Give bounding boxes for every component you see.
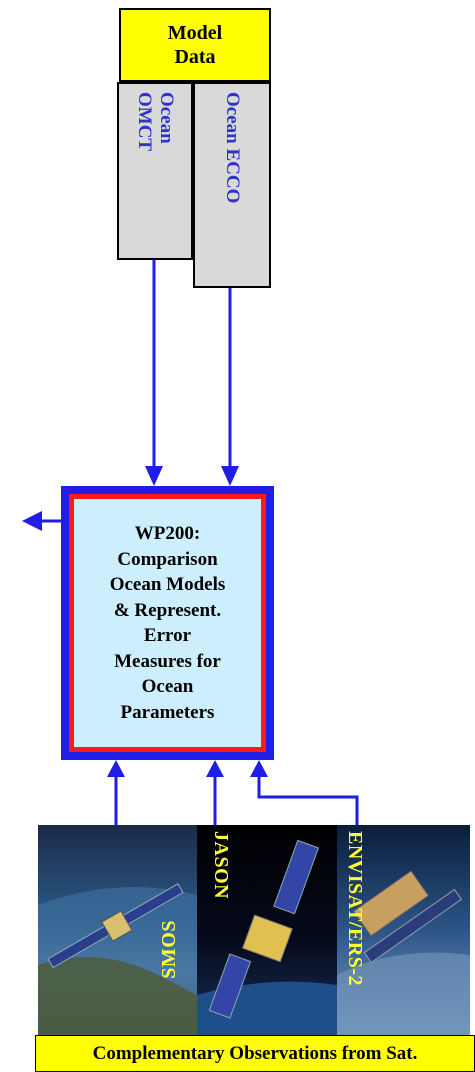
- envisat-satellite-icon: [337, 870, 470, 1035]
- ocean-ecco-label: Ocean ECCO: [222, 92, 243, 204]
- wp200-text: WP200: Comparison Ocean Models & Represe…: [109, 523, 226, 723]
- smos-satellite-icon: [38, 883, 197, 1035]
- model-data-title: Model Data: [167, 22, 223, 68]
- ocean-omct-label: Ocean OMCT: [134, 92, 177, 152]
- envisat-arrowhead: [250, 760, 268, 777]
- envisat-satellite-image: ENVISAT/ERS-2: [337, 825, 470, 1035]
- ecco-arrowhead: [221, 466, 239, 486]
- model-data-box: Model Data: [119, 8, 271, 82]
- jason-arrowhead: [206, 760, 224, 777]
- envisat-to-wp200-line: [257, 775, 359, 825]
- jason-label: JASON: [210, 831, 232, 900]
- wp200-box: WP200: Comparison Ocean Models & Represe…: [74, 499, 261, 747]
- omct-arrowhead: [145, 466, 163, 486]
- ocean-ecco-column: Ocean ECCO: [193, 82, 271, 288]
- smos-satellite-image: SMOS: [38, 825, 197, 1035]
- envisat-label: ENVISAT/ERS-2: [344, 831, 366, 987]
- observations-text: Complementary Observations from Sat.: [92, 1042, 418, 1064]
- ocean-omct-column: Ocean OMCT: [117, 82, 193, 260]
- complementary-observations-caption: Complementary Observations from Sat.: [35, 1035, 475, 1072]
- output-arrowhead: [22, 511, 42, 531]
- jason-satellite-image: JASON: [197, 825, 337, 1035]
- jason-satellite-icon: [197, 839, 337, 1035]
- smos-arrowhead: [107, 760, 125, 777]
